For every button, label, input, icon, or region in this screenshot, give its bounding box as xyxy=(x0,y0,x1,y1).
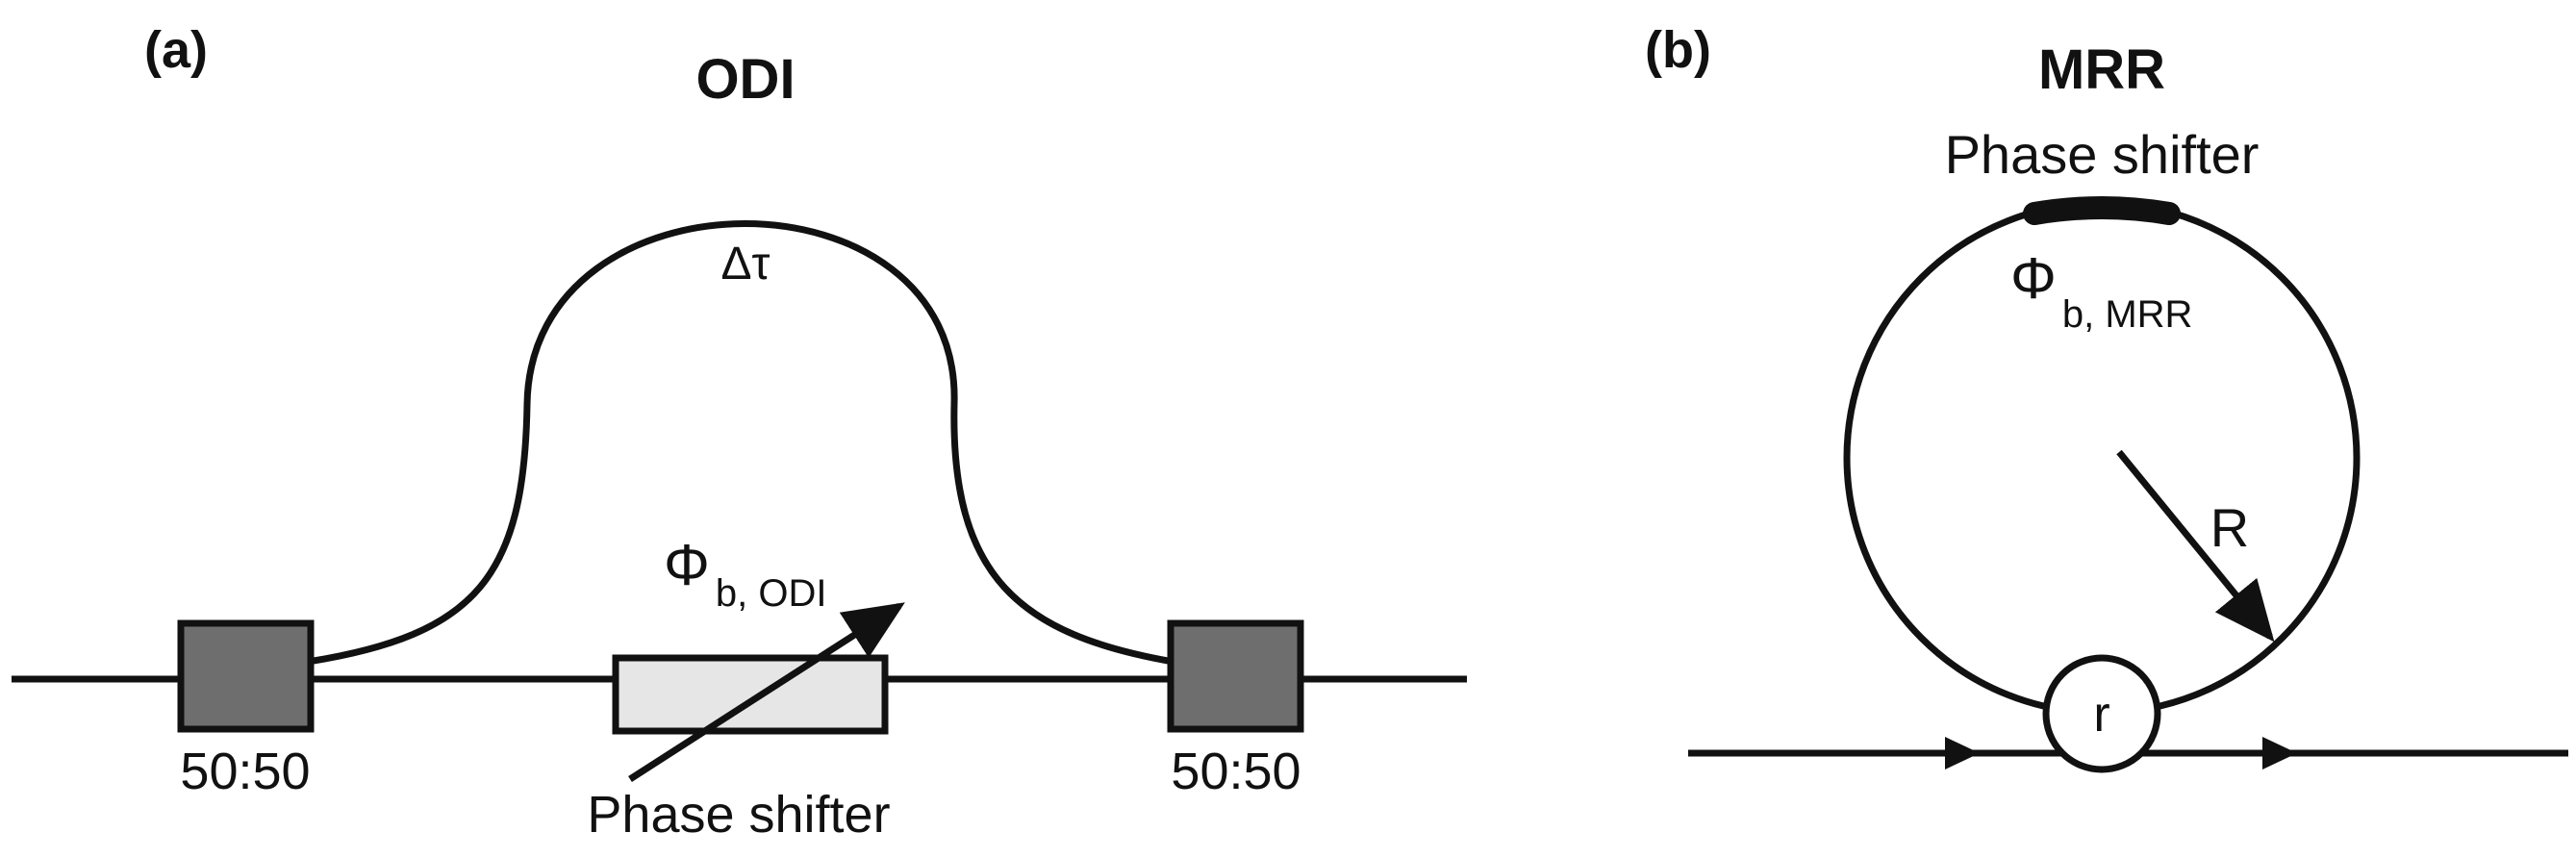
odi-phase-subscript: b, ODI xyxy=(716,572,827,615)
mrr-radius-label: R xyxy=(2210,497,2249,558)
panel-b: (b) MRR Phase shifter Φb, MRR R r xyxy=(1645,21,2568,773)
odi-phase-shifter-label: Phase shifter xyxy=(587,786,890,844)
bus-arrow-right xyxy=(2262,737,2297,770)
coupler-right-label: 50:50 xyxy=(1171,743,1301,800)
panel-b-label: (b) xyxy=(1645,21,1711,79)
coupling-label: r xyxy=(2093,687,2109,743)
odi-phase-shifter xyxy=(612,654,889,735)
coupler-left-label: 50:50 xyxy=(180,743,310,800)
delay-label: Δτ xyxy=(720,239,770,290)
mrr-title: MRR xyxy=(2038,38,2165,101)
mrr-radius-arrow xyxy=(2116,449,2275,643)
odi-tuning-arrow xyxy=(628,602,905,782)
coupling-region-circle xyxy=(2042,654,2161,773)
mrr-phase-symbol: Φb, MRR xyxy=(2010,246,2192,336)
coupler-right xyxy=(1167,619,1304,733)
mrr-ring xyxy=(1843,199,2361,717)
mrr-phase-shifter-label: Phase shifter xyxy=(1945,124,2260,185)
mrr-heater xyxy=(2023,196,2181,225)
bus-arrow-left xyxy=(1945,737,1980,770)
odi-title: ODI xyxy=(695,48,795,111)
mrr-phase-subscript: b, MRR xyxy=(2062,293,2193,336)
coupler-left xyxy=(177,619,315,733)
odi-delay-arm xyxy=(307,220,1174,666)
odi-phase-symbol-main: Φ xyxy=(664,533,710,597)
mrr-phase-symbol-main: Φ xyxy=(2010,246,2057,311)
panel-a-label: (a) xyxy=(144,21,208,79)
